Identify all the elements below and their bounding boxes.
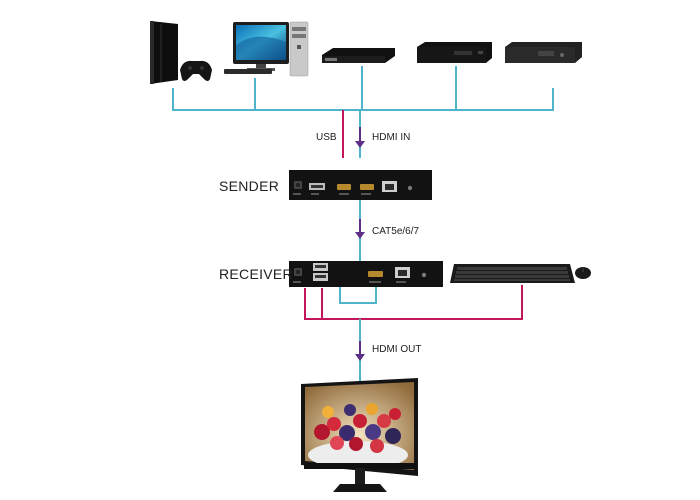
mouse	[575, 267, 591, 279]
set-top-box-2	[505, 42, 582, 63]
sender-label: SENDER	[219, 178, 280, 194]
hdmi-out-label: HDMI OUT	[372, 344, 422, 355]
hdmi-in-arrow	[355, 127, 365, 148]
usb-label: USB	[316, 132, 337, 143]
dvd-player	[322, 48, 395, 63]
ps4-console	[150, 21, 178, 84]
keyboard	[450, 264, 575, 283]
hdmi-out-arrow	[355, 341, 365, 361]
desktop-pc	[224, 21, 309, 77]
game-controller	[180, 60, 212, 81]
monitor	[301, 378, 418, 492]
cat-arrow	[355, 219, 365, 239]
receiver-output-lines	[304, 285, 523, 393]
hdmi-in-label: HDMI IN	[372, 132, 411, 143]
receiver-device	[289, 261, 443, 287]
receiver-label: RECEIVER	[219, 266, 293, 282]
sender-device	[289, 170, 432, 200]
cat-label: CAT5e/6/7	[372, 226, 420, 237]
hdmi-source-bus	[172, 66, 554, 111]
set-top-box-1	[417, 42, 492, 63]
